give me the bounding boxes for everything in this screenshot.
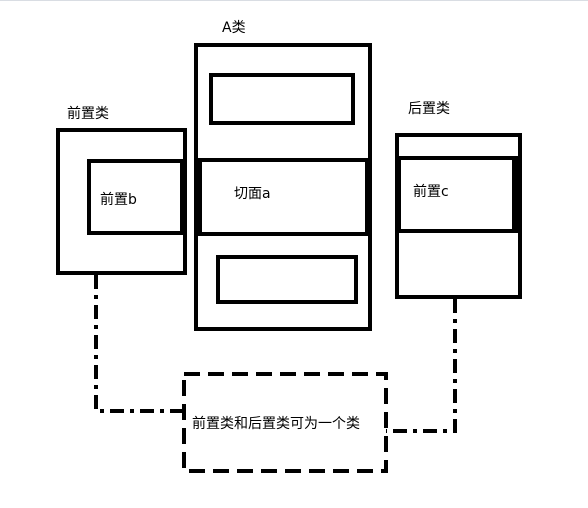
aspect-a-left-edge <box>196 160 202 234</box>
note-label: 前置类和后置类可为一个类 <box>192 416 360 432</box>
class-a-bottom-inner-box <box>216 255 358 304</box>
note-dashed-box <box>182 372 388 473</box>
aspect-a-label: 切面a <box>234 186 271 202</box>
top-border-line <box>0 0 588 1</box>
connector-pre-class-to-note <box>94 275 184 413</box>
aspect-a-band <box>196 158 370 236</box>
pre-c-right-edge <box>512 158 519 231</box>
pre-c-label: 前置c <box>413 184 449 200</box>
pre-class-label: 前置类 <box>67 106 109 122</box>
pre-b-box <box>87 159 184 235</box>
pre-class-box <box>56 128 187 275</box>
class-a-label: A类 <box>222 20 246 36</box>
connector-post-class-to-note <box>386 299 457 433</box>
class-a-top-inner-box <box>209 73 355 125</box>
aspect-a-right-edge <box>365 160 371 234</box>
pre-b-label: 前置b <box>100 192 137 208</box>
post-class-label: 后置类 <box>408 101 450 117</box>
class-a-box <box>194 43 372 331</box>
